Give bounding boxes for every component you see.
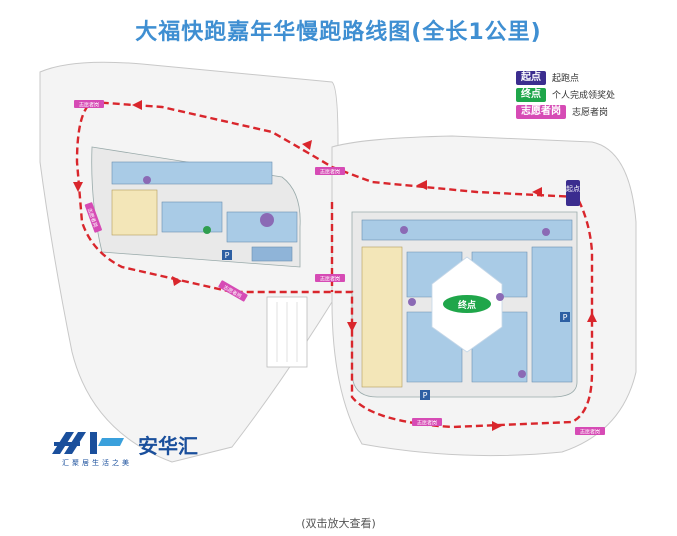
finish-marker[interactable]: 终点 bbox=[443, 295, 491, 313]
volunteer-post: 志愿者岗 bbox=[315, 167, 345, 176]
svg-text:志愿者岗: 志愿者岗 bbox=[417, 420, 437, 427]
map-legend: 起点 起跑点 终点 个人完成领奖处 志愿者岗 志愿者岗 bbox=[516, 70, 615, 121]
map-svg: P P P bbox=[39, 61, 637, 463]
finish-badge: 终点 bbox=[516, 87, 546, 102]
start-marker[interactable]: 起点 bbox=[566, 180, 580, 206]
volunteer-post: 志愿者岗 bbox=[575, 427, 605, 436]
svg-text:起点: 起点 bbox=[566, 185, 580, 193]
legend-label: 个人完成领奖处 bbox=[552, 91, 616, 101]
west-building: P bbox=[91, 146, 301, 268]
legend-row-finish: 终点 个人完成领奖处 bbox=[516, 87, 615, 102]
volunteer-posts: 志愿者岗 志愿者岗 志愿者岗 志愿者岗 志愿者岗 志愿者岗 志愿者岗 bbox=[74, 100, 605, 436]
page-title: 大福快跑嘉年华慢跑路线图(全长1公里) bbox=[135, 20, 542, 45]
volunteer-post: 志愿者岗 bbox=[315, 274, 345, 283]
brand-slogan: 汇聚居生活之美 bbox=[62, 459, 132, 467]
anhuahui-logo-icon bbox=[52, 432, 124, 454]
svg-text:P: P bbox=[423, 391, 428, 400]
legend-row-start: 起点 起跑点 bbox=[516, 70, 615, 85]
route-arrows bbox=[73, 100, 597, 431]
volunteer-badge: 志愿者岗 bbox=[516, 104, 566, 119]
brand-logo: 安华汇 汇聚居生活之美 bbox=[50, 430, 198, 467]
svg-text:志愿者岗: 志愿者岗 bbox=[79, 102, 99, 109]
legend-row-volunteer: 志愿者岗 志愿者岗 bbox=[516, 104, 615, 119]
legend-label: 起跑点 bbox=[552, 74, 580, 84]
svg-text:志愿者岗: 志愿者岗 bbox=[580, 429, 600, 436]
start-badge: 起点 bbox=[516, 70, 546, 85]
svg-text:志愿者岗: 志愿者岗 bbox=[320, 169, 340, 176]
svg-text:P: P bbox=[563, 313, 568, 322]
route-map[interactable]: P P P bbox=[32, 52, 648, 467]
volunteer-post: 志愿者岗 bbox=[74, 100, 104, 109]
svg-text:终点: 终点 bbox=[457, 299, 476, 311]
svg-text:P: P bbox=[225, 251, 230, 260]
image-caption: (双击放大查看) bbox=[301, 517, 376, 530]
brand-name: 安华汇 bbox=[138, 434, 198, 458]
svg-text:志愿者岗: 志愿者岗 bbox=[320, 276, 340, 283]
volunteer-post: 志愿者岗 bbox=[412, 418, 442, 427]
parking-lot bbox=[266, 296, 308, 368]
legend-label: 志愿者岗 bbox=[572, 108, 609, 118]
